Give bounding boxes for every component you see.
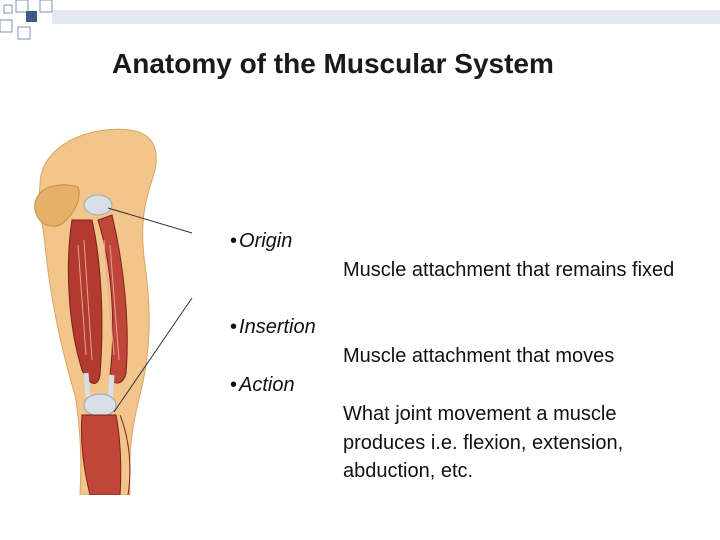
term-origin: •Origin <box>230 230 293 252</box>
term-insertion: •Insertion <box>230 316 316 338</box>
header-decoration <box>0 0 720 40</box>
slide-title: Anatomy of the Muscular System <box>112 48 554 79</box>
header-band <box>52 10 720 24</box>
deco-square <box>0 19 13 33</box>
term-action-label: Action <box>239 374 295 396</box>
deco-square <box>15 0 29 13</box>
deco-square <box>26 11 37 22</box>
definition-origin: Muscle attachment that remains fixed <box>343 259 675 281</box>
term-action: •Action <box>230 374 295 396</box>
deco-square <box>3 4 13 14</box>
definition-insertion: Muscle attachment that moves <box>343 345 615 367</box>
term-origin-label: Origin <box>239 230 293 252</box>
upper-arm-muscles-illustration <box>34 128 157 495</box>
deco-square <box>39 0 53 13</box>
definition-action: What joint movement a muscle produces i.… <box>343 403 624 482</box>
term-insertion-label: Insertion <box>239 316 316 338</box>
deco-square <box>17 26 31 40</box>
